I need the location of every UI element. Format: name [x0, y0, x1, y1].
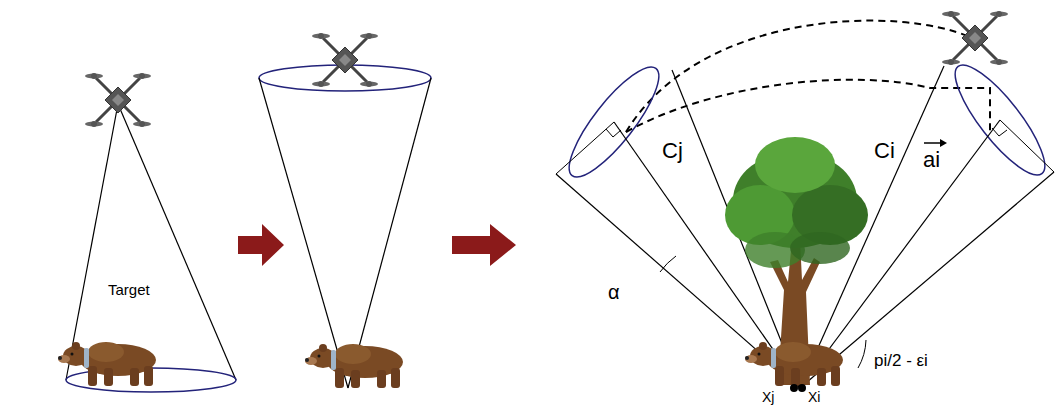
angle-label: α [608, 282, 620, 302]
target-label: Target [108, 282, 150, 297]
cone-label: Cj [660, 140, 685, 162]
axis-vector-label: ai [921, 149, 942, 171]
point-label: Xj [762, 390, 774, 404]
angle-label: pi/2 - εi [872, 352, 930, 369]
cone-label: Ci [872, 140, 897, 162]
point-label: Xi [808, 390, 820, 404]
